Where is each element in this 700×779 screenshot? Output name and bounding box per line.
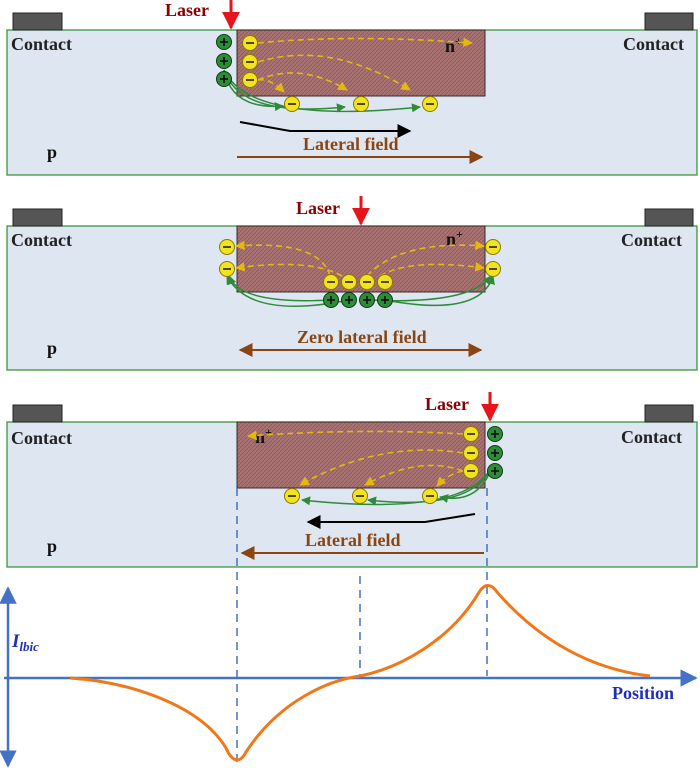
electron-paths (235, 240, 485, 277)
right-contact-pad (644, 208, 694, 227)
n-plus-label: n+ (255, 425, 272, 447)
lbic-graph: Ilbic Position (0, 488, 698, 768)
p-region-label: p (47, 338, 57, 358)
holes (216, 34, 232, 87)
contact-right-label: Contact (623, 34, 684, 54)
p-region-label: p (47, 142, 57, 162)
panel-3: Contact Contact Laser n+ p (6, 392, 698, 568)
lbic-curve (69, 584, 651, 762)
contact-left-label: Contact (11, 230, 72, 250)
electrons (284, 426, 479, 504)
laser-label: Laser (425, 394, 469, 414)
p-region-label: p (47, 536, 57, 556)
drift-arrow (239, 121, 412, 138)
x-axis-label: Position (612, 683, 674, 703)
drift-arrow (306, 513, 476, 529)
panel-2: Contact Contact Laser n+ p (6, 196, 698, 371)
y-axis-label: Ilbic (11, 631, 39, 654)
holes (323, 292, 393, 308)
laser-label: Laser (296, 198, 340, 218)
n-plus-label: n+ (445, 34, 462, 56)
left-contact-pad (12, 404, 63, 423)
left-contact-pad (12, 12, 63, 31)
holes (487, 426, 503, 479)
laser-label: Laser (165, 0, 209, 20)
contact-left-label: Contact (11, 34, 72, 54)
contact-left-label: Contact (11, 428, 72, 448)
right-contact-pad (644, 12, 694, 31)
field-label: Zero lateral field (297, 327, 427, 347)
contact-right-label: Contact (621, 427, 682, 447)
electron-paths (247, 430, 464, 487)
panel-1: Contact Contact Laser n+ p (6, 0, 698, 176)
right-contact-pad (644, 404, 694, 423)
field-label: Lateral field (303, 134, 398, 154)
left-contact-pad (12, 208, 63, 227)
electron-paths (257, 37, 473, 93)
position-guides (236, 488, 488, 762)
electrons (219, 239, 501, 290)
field-label: Lateral field (305, 530, 400, 550)
contact-right-label: Contact (621, 230, 682, 250)
n-plus-label: n+ (446, 227, 463, 249)
electrons (242, 35, 438, 112)
